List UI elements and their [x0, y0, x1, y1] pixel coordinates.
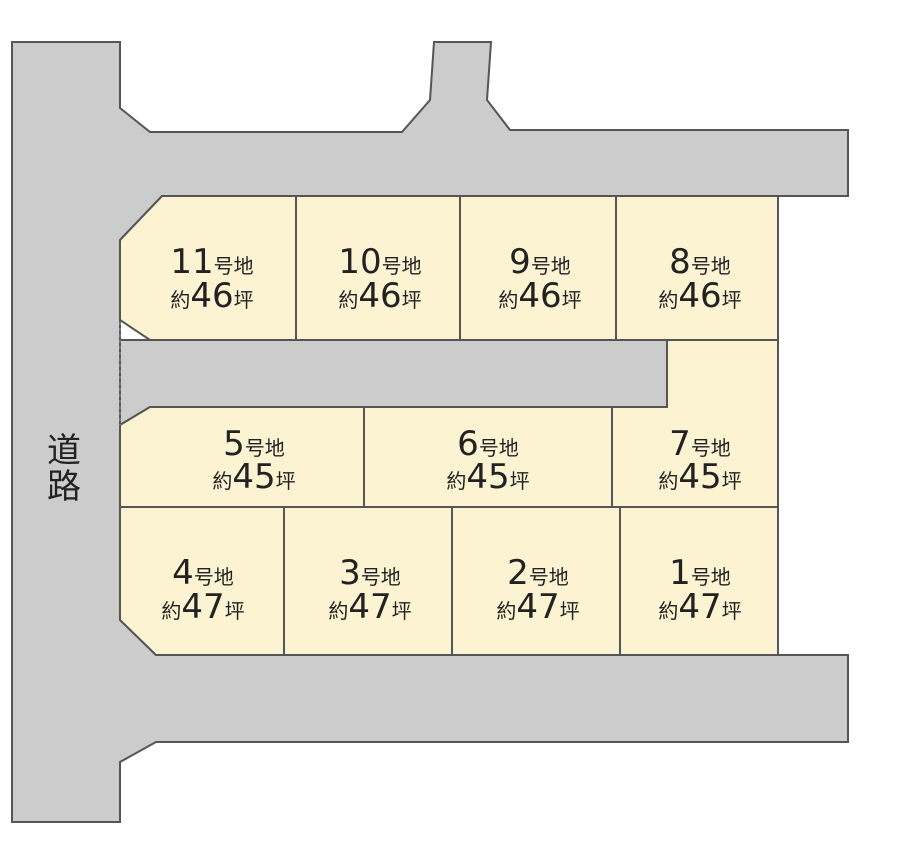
area-unit: 坪	[510, 469, 530, 493]
lot-suffix: 号地	[529, 565, 569, 589]
lot-area-label: 約47坪	[161, 587, 244, 627]
lot-number: 4	[172, 553, 194, 593]
lot-number: 6	[457, 424, 479, 464]
lot-suffix: 号地	[361, 565, 401, 589]
lot-area-label: 約47坪	[328, 587, 411, 627]
area-prefix: 約	[446, 469, 466, 493]
lot-number: 3	[339, 553, 361, 593]
road-main-vertical	[11, 41, 849, 823]
lot-number: 2	[507, 553, 529, 593]
area-prefix: 約	[658, 469, 678, 493]
lot-area-label: 約46坪	[658, 276, 741, 316]
lot-suffix: 号地	[194, 565, 234, 589]
lots: 11号地約46坪10号地約46坪9号地約46坪8号地約46坪5号地約45坪6号地…	[119, 195, 779, 656]
lot-area-label: 約46坪	[338, 276, 421, 316]
lot-number: 1	[669, 553, 691, 593]
lot-area-label: 約45坪	[212, 457, 295, 497]
area-unit: 坪	[276, 469, 296, 493]
lot-area-value: 46	[518, 276, 561, 316]
lot-number-label: 9号地	[509, 242, 571, 282]
lot-number: 9	[509, 242, 531, 282]
lot-number-label: 8号地	[669, 242, 731, 282]
lot-area-label: 約45坪	[658, 457, 741, 497]
area-unit: 坪	[722, 288, 742, 312]
lot-number-label: 6号地	[457, 424, 519, 464]
lot-area-value: 46	[190, 276, 233, 316]
lot-suffix: 号地	[245, 436, 285, 460]
lot-number-label: 7号地	[669, 424, 731, 464]
area-prefix: 約	[161, 599, 181, 623]
lot-suffix: 号地	[691, 436, 731, 460]
area-prefix: 約	[658, 599, 678, 623]
area-unit: 坪	[560, 599, 580, 623]
area-prefix: 約	[496, 599, 516, 623]
area-prefix: 約	[328, 599, 348, 623]
lot-number: 7	[669, 424, 691, 464]
lot-suffix: 号地	[531, 254, 571, 278]
road-label-char-2: 路	[47, 467, 81, 507]
area-unit: 坪	[722, 599, 742, 623]
lot-number: 11	[170, 242, 213, 282]
lot-number-label: 1号地	[669, 553, 731, 593]
lot-suffix: 号地	[691, 565, 731, 589]
lot-area-value: 47	[516, 587, 559, 627]
lot-area-value: 45	[466, 457, 509, 497]
lot-area-label: 約47坪	[658, 587, 741, 627]
lot-number-label: 5号地	[223, 424, 285, 464]
lot-parcel-shape	[119, 506, 285, 656]
lot-suffix: 号地	[691, 254, 731, 278]
lot-parcel-shape	[619, 506, 779, 656]
lot-number-label: 2号地	[507, 553, 569, 593]
lot-number: 5	[223, 424, 245, 464]
lot-number-label: 3号地	[339, 553, 401, 593]
area-unit: 坪	[234, 288, 254, 312]
lot-area-value: 47	[348, 587, 391, 627]
lot-area-label: 約45坪	[446, 457, 529, 497]
roads	[11, 41, 849, 823]
lot-number: 8	[669, 242, 691, 282]
area-unit: 坪	[562, 288, 582, 312]
lot-suffix: 号地	[479, 436, 519, 460]
area-unit: 坪	[722, 469, 742, 493]
lot-number-label: 10号地	[338, 242, 421, 282]
lot-suffix: 号地	[382, 254, 422, 278]
lot-number-label: 11号地	[170, 242, 253, 282]
lot-area-value: 45	[678, 457, 721, 497]
lot-suffix: 号地	[214, 254, 254, 278]
area-prefix: 約	[170, 288, 190, 312]
lot-number-label: 4号地	[172, 553, 234, 593]
road-label-char-1: 道	[47, 431, 81, 471]
lot-area-label: 約47坪	[496, 587, 579, 627]
area-unit: 坪	[392, 599, 412, 623]
area-prefix: 約	[658, 288, 678, 312]
lot-area-label: 約46坪	[170, 276, 253, 316]
lot-area-value: 46	[358, 276, 401, 316]
lot-area-label: 約46坪	[498, 276, 581, 316]
lot-number: 10	[338, 242, 381, 282]
area-prefix: 約	[212, 469, 232, 493]
lot-area-value: 47	[181, 587, 224, 627]
lot-area-value: 46	[678, 276, 721, 316]
area-prefix: 約	[338, 288, 358, 312]
area-unit: 坪	[402, 288, 422, 312]
area-prefix: 約	[498, 288, 518, 312]
lot-area-value: 47	[678, 587, 721, 627]
area-unit: 坪	[225, 599, 245, 623]
lot-area-value: 45	[232, 457, 275, 497]
